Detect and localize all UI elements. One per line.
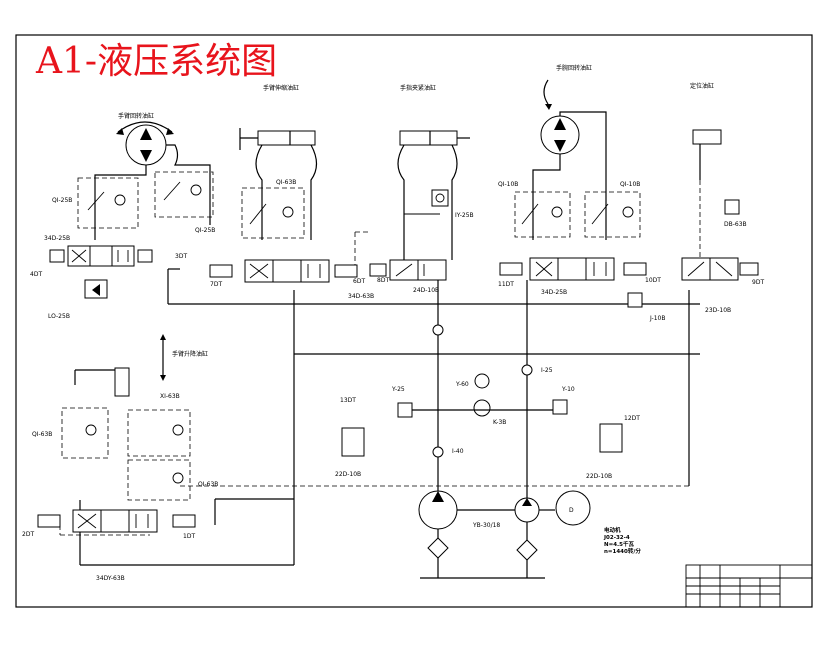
svg-text:2DT: 2DT (22, 531, 34, 538)
wrist-rotate-circuit: 手腕回转油缸 QI-10B QI-10B 11DT 34D-25B 10DT (498, 64, 661, 296)
svg-text:手臂伸缩油缸: 手臂伸缩油缸 (263, 84, 299, 92)
svg-text:I-25: I-25 (541, 367, 553, 374)
svg-text:DB-63B: DB-63B (724, 221, 747, 228)
svg-text:YB-30/18: YB-30/18 (472, 522, 500, 529)
svg-text:34D-25B: 34D-25B (541, 289, 567, 296)
svg-text:N=4.5千瓦: N=4.5千瓦 (604, 540, 634, 548)
svg-text:K-3B: K-3B (493, 419, 506, 426)
svg-text:Y-25: Y-25 (391, 386, 405, 393)
svg-text:定位油缸: 定位油缸 (690, 82, 714, 90)
svg-text:22D-10B: 22D-10B (335, 471, 361, 478)
svg-text:22D-10B: 22D-10B (586, 473, 612, 480)
svg-text:Y-60: Y-60 (455, 381, 469, 388)
svg-text:12DT: 12DT (624, 415, 640, 422)
svg-text:手臂升降油缸: 手臂升降油缸 (172, 350, 208, 358)
svg-text:23D-10B: 23D-10B (705, 307, 731, 314)
svg-text:QI-25B: QI-25B (52, 197, 72, 204)
svg-text:QI-63B: QI-63B (32, 431, 52, 438)
svg-text:34D-25B: 34D-25B (44, 235, 70, 242)
svg-text:XI-63B: XI-63B (160, 393, 180, 400)
wrist-rotation-circuit: 手臂回转油缸 QI-25B QI-25B 34D-25B 4DT 3DT LO-… (30, 112, 215, 320)
svg-text:1DT: 1DT (183, 533, 195, 540)
drawing-title: A1-液压系统图 (35, 41, 277, 82)
svg-text:J02-32-4: J02-32-4 (603, 535, 630, 541)
arm-extend-circuit: 手臂伸缩油缸 QI-63B 7DT 6DT 34D-63B (209, 84, 374, 300)
svg-text:n=1440转/分: n=1440转/分 (604, 547, 641, 555)
svg-text:9DT: 9DT (752, 279, 764, 286)
drawing-frame (15, 34, 813, 608)
arm-lift-circuit: 手臂升降油缸 XI-63B QI-63B QI-63B 2DT 1DT 34DY… (22, 334, 218, 582)
svg-text:电动机: 电动机 (604, 526, 621, 534)
svg-text:3DT: 3DT (175, 253, 187, 260)
svg-text:13DT: 13DT (340, 397, 356, 404)
svg-text:34D-63B: 34D-63B (348, 293, 374, 300)
locating-circuit: 定位油缸 DB-63B 9DT 23D-10B J-10B (627, 82, 764, 322)
gripper-circuit: 手指夹紧油缸 IY-25B 24D-10B 8DT (369, 84, 474, 294)
svg-text:手腕回转油缸: 手腕回转油缸 (556, 64, 592, 72)
svg-text:QI-63B: QI-63B (198, 481, 218, 488)
svg-text:10DT: 10DT (645, 277, 661, 284)
svg-text:IY-25B: IY-25B (455, 212, 474, 219)
svg-text:7DT: 7DT (210, 281, 222, 288)
svg-text:D: D (569, 507, 574, 514)
svg-text:QI-25B: QI-25B (195, 227, 215, 234)
svg-text:QI-10B: QI-10B (620, 181, 640, 188)
svg-text:I-40: I-40 (452, 448, 464, 455)
svg-text:QI-10B: QI-10B (498, 181, 518, 188)
svg-text:34DY-63B: 34DY-63B (96, 575, 125, 582)
svg-text:QI-63B: QI-63B (276, 179, 296, 186)
title-block (685, 564, 813, 608)
svg-text:手指夹紧油缸: 手指夹紧油缸 (400, 84, 436, 92)
svg-text:8DT: 8DT (377, 277, 389, 284)
svg-text:11DT: 11DT (498, 281, 514, 288)
svg-text:J-10B: J-10B (649, 315, 665, 322)
svg-text:6DT: 6DT (353, 278, 365, 285)
svg-text:Y-10: Y-10 (561, 386, 575, 393)
pressure-control-valves: I-25 Y-60 K-3B Y-25 Y-10 I-40 13DT 12DT … (335, 324, 640, 480)
main-lines (59, 180, 701, 579)
svg-text:24D-10B: 24D-10B (413, 287, 439, 294)
svg-text:手臂回转油缸: 手臂回转油缸 (118, 112, 154, 120)
pump-station: D YB-30/18 电动机 J02-32-4 N=4.5千瓦 n=1440转/… (418, 490, 641, 561)
svg-text:4DT: 4DT (30, 271, 42, 278)
svg-text:LO-25B: LO-25B (48, 313, 70, 320)
